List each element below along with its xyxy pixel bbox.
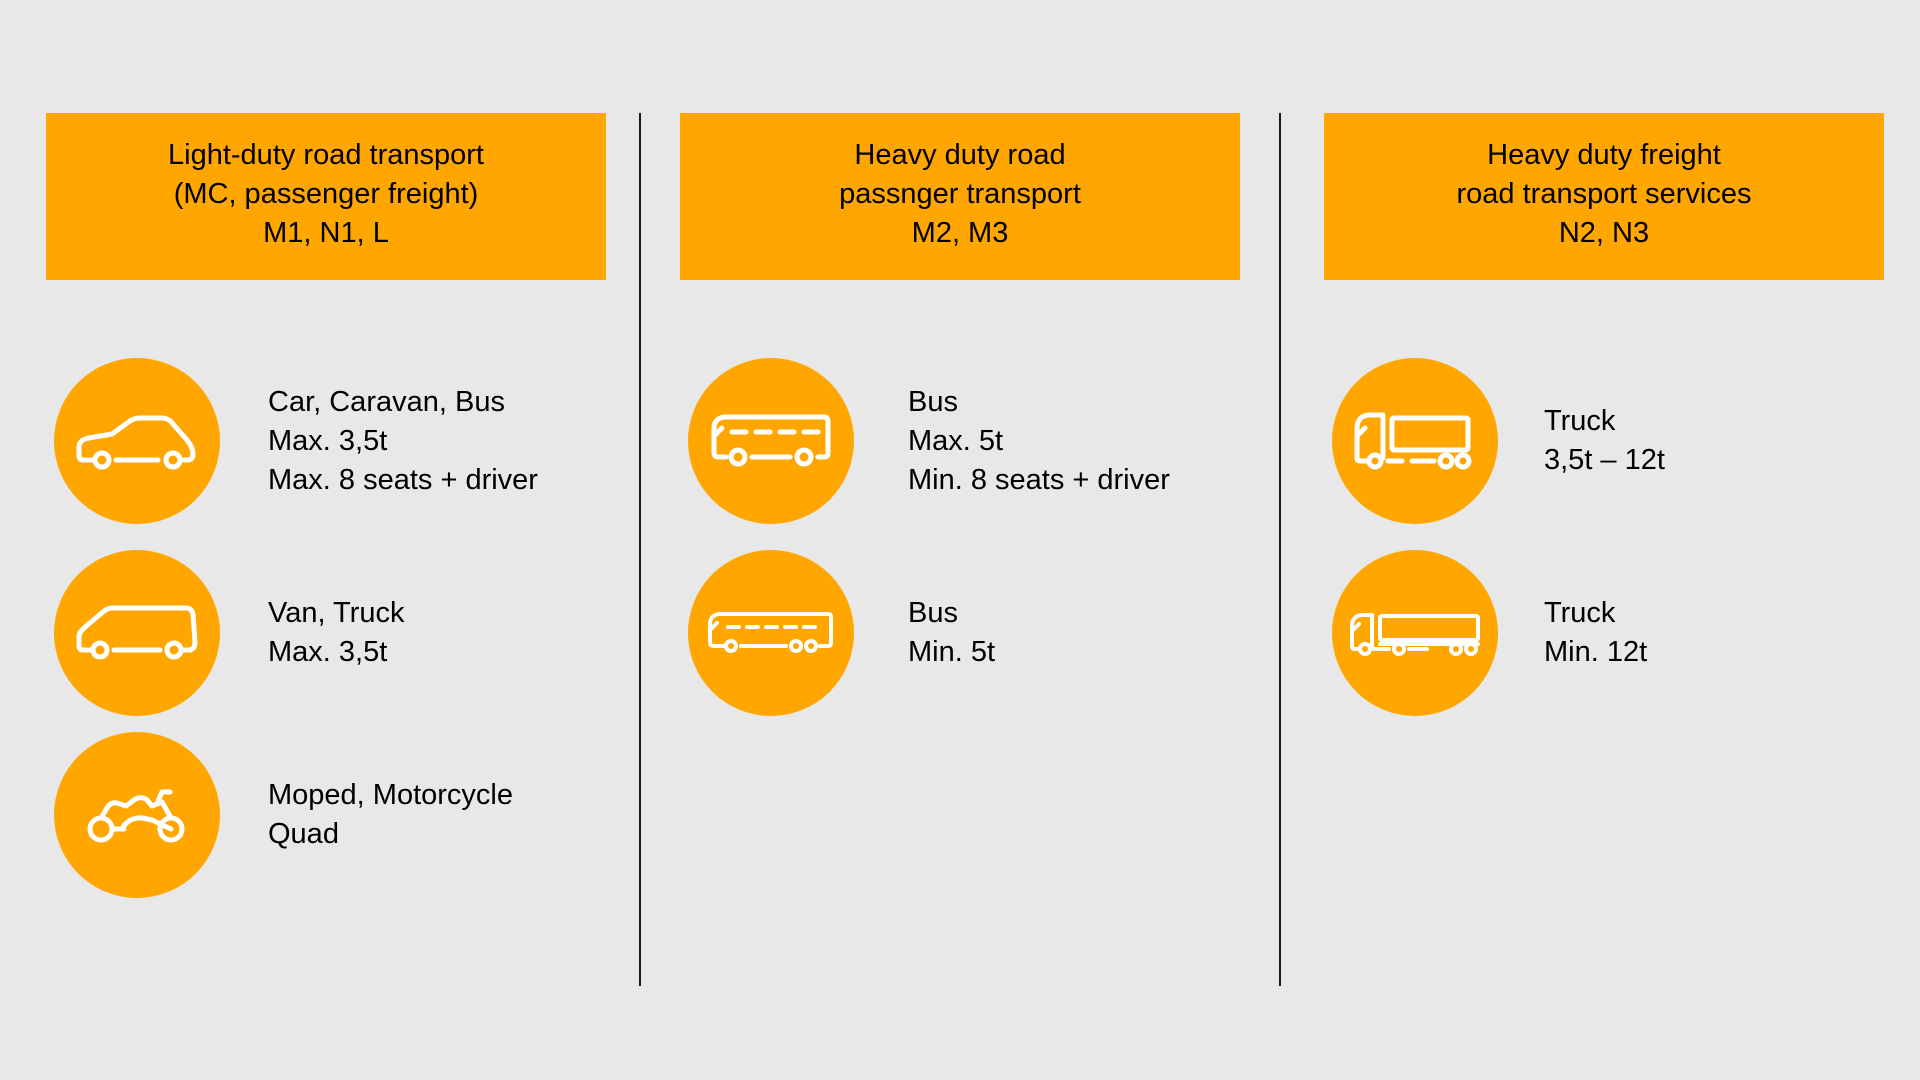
header-title: Heavy duty road: [854, 139, 1066, 171]
vehicle-description: Car, Caravan, Bus Max. 3,5t Max. 8 seats…: [268, 358, 538, 524]
vehicle-weight: 3,5t – 12t: [1544, 444, 1665, 476]
vehicle-weight: Max. 3,5t: [268, 424, 388, 457]
header-title: Light-duty road transport: [168, 139, 484, 171]
vehicle-seats: Max. 8 seats + driver: [268, 463, 538, 496]
column-header: Heavy duty freight road transport servic…: [1324, 113, 1884, 280]
icon-circle: [54, 550, 220, 716]
vehicle-description: Bus Min. 5t: [908, 550, 995, 716]
vehicle-item-truck-trailer: Truck Min. 12t: [1332, 550, 1892, 716]
vehicle-weight: Min. 12t: [1544, 636, 1648, 668]
column-divider: [1279, 113, 1281, 986]
coach-icon: [708, 612, 833, 653]
icon-circle: [1332, 358, 1498, 524]
column-divider: [639, 113, 641, 986]
vehicle-weight: Min. 5t: [908, 636, 996, 668]
header-codes: M1, N1, L: [263, 217, 389, 249]
icon-circle: [54, 358, 220, 524]
vehicle-seats: Min. 8 seats + driver: [908, 463, 1170, 496]
vehicle-description: Van, Truck Max. 3,5t: [268, 550, 404, 716]
header-subtitle: (MC, passenger freight): [173, 178, 479, 210]
vehicle-description: Truck Min. 12t: [1544, 550, 1647, 716]
vehicle-description: Truck 3,5t – 12t: [1544, 358, 1665, 524]
vehicle-description: Bus Max. 5t Min. 8 seats + driver: [908, 358, 1170, 524]
column-light-duty: Light-duty road transport (MC, passenger…: [46, 113, 606, 898]
header-codes: M2, M3: [911, 217, 1009, 249]
column-heavy-passenger: Heavy duty road passnger transport M2, M…: [680, 113, 1240, 716]
vehicle-type: Truck: [1544, 405, 1616, 437]
column-heavy-freight: Heavy duty freight road transport servic…: [1324, 113, 1884, 716]
bus-icon: [711, 414, 831, 467]
car-icon: [76, 415, 196, 470]
vehicle-item-motorcycle: Moped, Motorcycle Quad: [54, 732, 614, 898]
truck-trailer-icon: [1350, 613, 1480, 656]
vehicle-item-coach: Bus Min. 5t: [688, 550, 1248, 716]
vehicle-item-car: Car, Caravan, Bus Max. 3,5t Max. 8 seats…: [54, 358, 614, 524]
vehicle-type: Bus: [908, 385, 958, 418]
icon-circle: [688, 358, 854, 524]
vehicle-item-truck: Truck 3,5t – 12t: [1332, 358, 1892, 524]
vehicle-type-secondary: Quad: [268, 818, 339, 850]
vehicle-type: Bus: [908, 597, 958, 629]
column-header: Heavy duty road passnger transport M2, M…: [680, 113, 1240, 280]
vehicle-type: Moped, Motorcycle: [268, 779, 513, 811]
icon-circle: [688, 550, 854, 716]
vehicle-type: Van, Truck: [268, 597, 405, 629]
header-title: Heavy duty freight: [1487, 139, 1721, 171]
icon-circle: [54, 732, 220, 898]
motorcycle-icon: [87, 789, 185, 843]
truck-icon: [1354, 412, 1472, 470]
header-codes: N2, N3: [1558, 217, 1650, 249]
header-subtitle: road transport services: [1456, 178, 1752, 210]
van-icon: [76, 605, 198, 660]
vehicle-type: Truck: [1544, 597, 1616, 629]
vehicle-weight: Max. 3,5t: [268, 636, 388, 668]
column-header: Light-duty road transport (MC, passenger…: [46, 113, 606, 280]
vehicle-item-bus: Bus Max. 5t Min. 8 seats + driver: [688, 358, 1248, 524]
vehicle-item-van: Van, Truck Max. 3,5t: [54, 550, 614, 716]
vehicle-description: Moped, Motorcycle Quad: [268, 732, 513, 898]
vehicle-type: Car, Caravan, Bus: [268, 385, 505, 418]
icon-circle: [1332, 550, 1498, 716]
vehicle-weight: Max. 5t: [908, 424, 1004, 457]
header-subtitle: passnger transport: [839, 178, 1081, 210]
